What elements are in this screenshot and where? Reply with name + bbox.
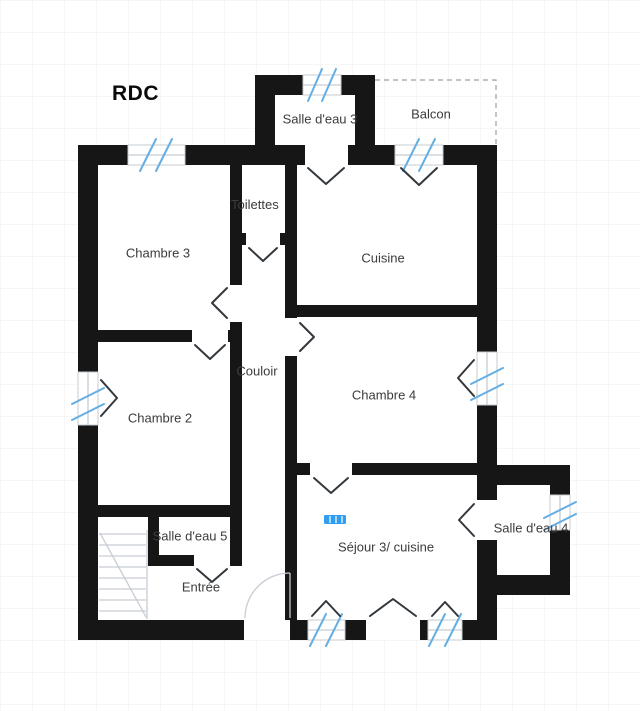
window-icon — [457, 351, 504, 406]
radiator-icon — [324, 515, 346, 524]
door-icon — [192, 330, 228, 360]
door-icon — [310, 463, 352, 494]
room-label-chambre-4: Chambre 4 — [351, 387, 417, 403]
door-icon — [194, 555, 230, 583]
room-label-sejour: Séjour 3/ cuisine — [337, 539, 435, 555]
window-icon — [307, 600, 346, 647]
door-icon — [305, 145, 348, 185]
door-icon — [246, 233, 280, 262]
stairs-icon — [99, 530, 148, 619]
window-icon — [71, 371, 118, 426]
room-label-salle-eau-5: Salle d'eau 5 — [152, 528, 228, 544]
room-label-toilettes: Toilettes — [231, 197, 279, 212]
door-icon — [211, 285, 242, 322]
plan-title: RDC — [112, 82, 159, 105]
window-icon — [302, 68, 342, 102]
window-icon — [394, 138, 444, 186]
room-label-entree: Entrée — [181, 579, 221, 595]
door-icon — [458, 500, 497, 540]
room-label-chambre-3: Chambre 3 — [125, 245, 191, 261]
window-icon — [427, 601, 463, 647]
room-label-salle-eau-3: Salle d'eau 3 — [282, 111, 358, 127]
door-icon — [285, 318, 315, 356]
room-label-cuisine: Cuisine — [361, 250, 405, 266]
room-label-salle-eau-4: Salle d'eau 4 — [493, 520, 569, 536]
room-label-couloir: Couloir — [236, 363, 278, 379]
window-icon — [127, 138, 186, 172]
window-icon — [543, 494, 577, 531]
room-label-chambre-2: Chambre 2 — [127, 410, 193, 426]
entrance-door-arc-icon — [244, 572, 291, 640]
room-label-balcon: Balcon — [411, 106, 451, 122]
balcony-dashed-outline — [375, 79, 497, 145]
door-icon — [366, 598, 420, 640]
